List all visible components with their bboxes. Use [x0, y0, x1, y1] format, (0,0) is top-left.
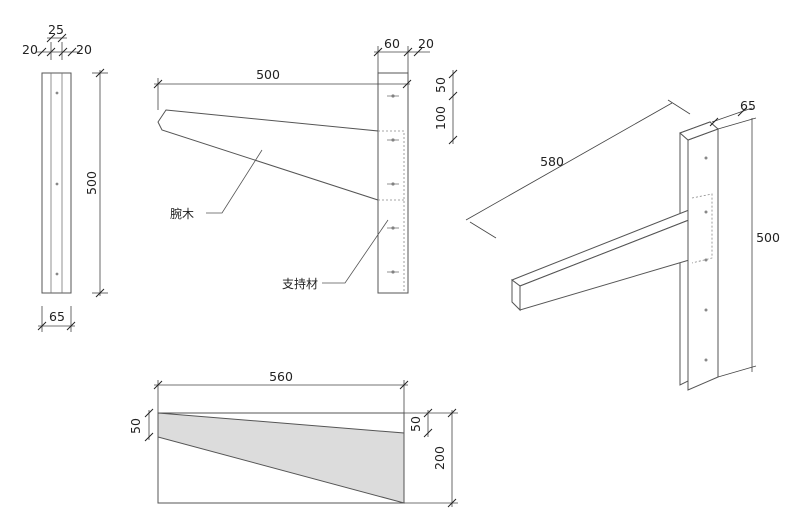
iso-pin	[704, 308, 708, 312]
plan-right-200-dim: 200	[432, 446, 447, 470]
side-post-width-dim: 60	[384, 36, 400, 51]
iso-arm-end	[511, 279, 521, 312]
dim-tick	[37, 47, 47, 57]
front-bottom-dim: 65	[49, 309, 65, 324]
side-view-arm	[157, 109, 379, 201]
side-view-pins	[387, 94, 399, 274]
plan-right-50-dim: 50	[408, 416, 423, 432]
dim-ext	[667, 99, 691, 115]
side-top-50-dim: 50	[433, 77, 448, 93]
dim-tick	[37, 321, 47, 331]
dim-tick	[95, 68, 105, 78]
dim-ext	[717, 117, 757, 130]
dim-tick	[423, 428, 433, 438]
dim-tick	[144, 408, 154, 418]
support-label: 支持材	[282, 276, 318, 291]
front-height-dim: 500	[84, 171, 99, 195]
side-post-gap-dim: 20	[418, 36, 434, 51]
arm-blank-view: 560 50 50 200	[128, 369, 458, 508]
front-top-left-dim: 20	[22, 42, 38, 57]
dim-tick	[66, 321, 76, 331]
dim-tick	[709, 117, 719, 127]
iso-pins	[704, 156, 708, 362]
dim-tick	[95, 288, 105, 298]
side-view-post	[377, 72, 409, 294]
dim-tick	[448, 91, 458, 101]
dim-tick	[413, 47, 423, 57]
side-view-hidden-line	[378, 130, 405, 291]
iso-length-dim-line	[465, 102, 673, 221]
dim-tick	[153, 380, 163, 390]
iso-arm-side	[519, 217, 697, 311]
dim-tick	[737, 107, 747, 117]
dim-tick	[58, 47, 68, 57]
front-top-mid-dim: 25	[48, 22, 64, 37]
arm-label: 腕木	[170, 206, 194, 221]
iso-pin	[704, 358, 708, 362]
iso-height-dim: 500	[756, 230, 780, 245]
plan-width-dim: 560	[269, 369, 293, 384]
dim-tick	[403, 47, 413, 57]
dim-tick	[447, 498, 457, 508]
iso-front-post	[687, 128, 719, 391]
iso-pin	[704, 156, 708, 160]
dim-ext	[717, 365, 757, 378]
iso-hidden-line	[691, 193, 713, 264]
arm-leader	[206, 149, 263, 214]
support-leader	[322, 219, 389, 284]
dim-tick	[153, 79, 163, 89]
iso-pin	[704, 258, 708, 262]
side-width-dim: 500	[256, 67, 280, 82]
front-view-pin	[55, 91, 59, 95]
iso-depth-dim: 65	[740, 98, 756, 113]
iso-depth-dim-line	[711, 107, 753, 123]
plan-left-50-dim: 50	[128, 418, 143, 434]
front-top-right-dim: 20	[76, 42, 92, 57]
dim-tick	[402, 79, 412, 89]
front-view-pin	[55, 182, 59, 186]
dim-tick	[448, 69, 458, 79]
dim-tick	[399, 380, 409, 390]
iso-length-dim: 580	[540, 154, 564, 169]
side-view: 500 60 20 50 100 腕木 支持材	[153, 36, 458, 294]
iso-pin	[704, 210, 708, 214]
dim-tick	[373, 47, 383, 57]
dim-tick	[448, 135, 458, 145]
dim-tick	[46, 33, 56, 43]
dim-tick	[447, 408, 457, 418]
front-view-pin	[55, 272, 59, 276]
dim-ext	[469, 221, 497, 239]
dim-tick	[67, 47, 77, 57]
front-view: 25 20 20 500 65	[22, 22, 108, 332]
isometric-view: 580 65 500	[465, 98, 780, 391]
dim-tick	[144, 432, 154, 442]
side-top-100-dim: 100	[433, 106, 448, 130]
dim-tick	[57, 33, 67, 43]
